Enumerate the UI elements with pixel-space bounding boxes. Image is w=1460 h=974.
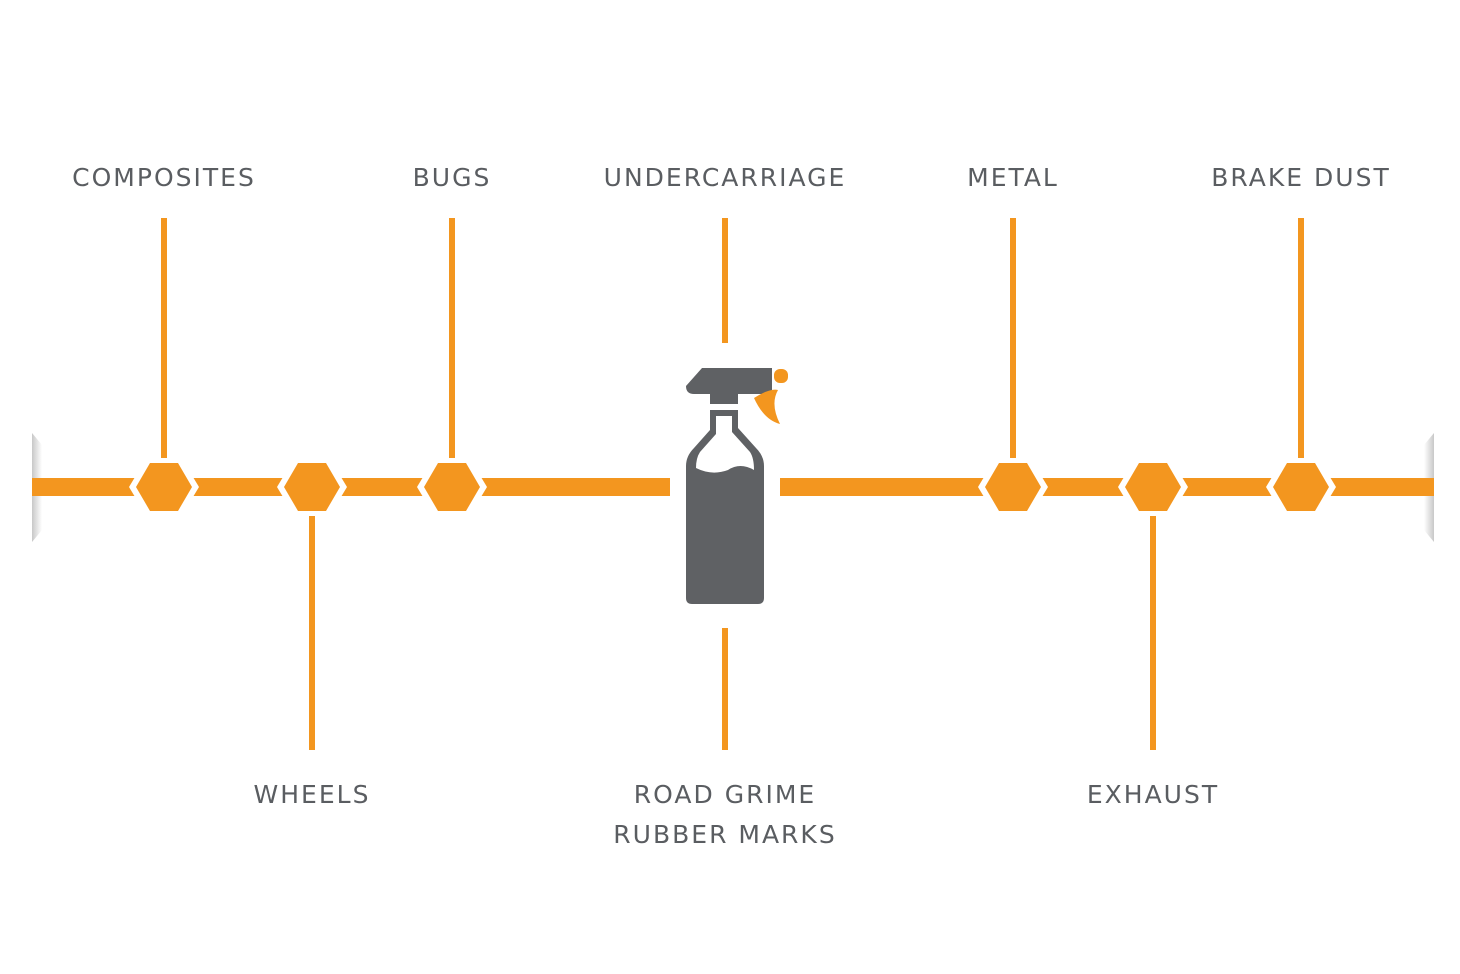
- connector-line: [449, 218, 455, 487]
- node-exhaust: [1118, 458, 1188, 750]
- hexagon-node-icon: [136, 463, 192, 511]
- node-label: METAL: [967, 163, 1059, 192]
- connector-line: [309, 487, 315, 750]
- node-label: COMPOSITES: [72, 163, 256, 192]
- axis-bar: [32, 478, 670, 496]
- connector-line: [722, 218, 728, 343]
- connector-line: [1150, 487, 1156, 750]
- node-metal: [978, 218, 1048, 516]
- node-label: WHEELS: [254, 780, 371, 809]
- spray-bottle-icon: [686, 368, 788, 604]
- hexagon-node-icon: [1125, 463, 1181, 511]
- center-bottom-label: ROAD GRIME: [634, 780, 816, 809]
- center-group: [686, 368, 788, 604]
- labels-group: COMPOSITES WHEELS BUGS METAL EXHAUST BRAKE DU…: [72, 163, 1390, 849]
- hexagon-node-icon: [985, 463, 1041, 511]
- hexagon-node-icon: [284, 463, 340, 511]
- node-brake-dust: [1266, 218, 1336, 516]
- center-top-label: UNDERCARRIAGE: [604, 163, 847, 192]
- center-bottom-label: RUBBER MARKS: [613, 820, 836, 849]
- node-label: BRAKE DUST: [1211, 163, 1390, 192]
- connector-line: [1010, 218, 1016, 487]
- hexagon-node-icon: [424, 463, 480, 511]
- hexagon-node-icon: [1273, 463, 1329, 511]
- node-label: EXHAUST: [1087, 780, 1219, 809]
- connector-line: [161, 218, 167, 487]
- node-bugs: [417, 218, 487, 516]
- node-label: BUGS: [413, 163, 492, 192]
- node-group: [129, 218, 1336, 750]
- connector-line: [722, 628, 728, 750]
- node-wheels: [277, 458, 347, 750]
- connector-line: [1298, 218, 1304, 487]
- node-composites: [129, 218, 199, 516]
